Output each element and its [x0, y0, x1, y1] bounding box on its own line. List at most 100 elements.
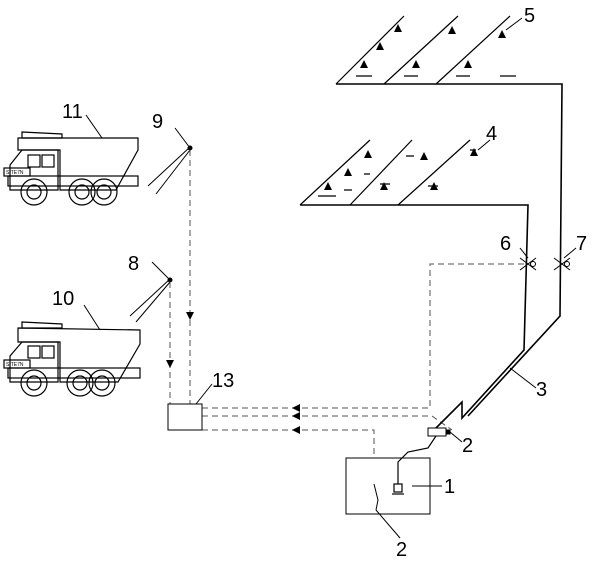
- valve-6-body: [519, 257, 537, 271]
- label-3: 3: [536, 379, 547, 401]
- truck-lower-canopy: [21, 321, 63, 329]
- pump-upper: [427, 427, 451, 437]
- sensor-lower-beam-2: [135, 281, 171, 323]
- leader-7: [563, 247, 577, 259]
- arrow-down-8: [166, 360, 174, 368]
- truck-upper-window-2: [41, 154, 55, 168]
- signal-13-to-lower-pump: [202, 429, 375, 484]
- truck-lower: [3, 321, 141, 397]
- nozzle-5-g: [498, 30, 506, 38]
- truck-lower-rear-wheel: [88, 369, 116, 397]
- truck-upper-front-wheel: [20, 178, 48, 206]
- nozzle-4-a: [324, 182, 332, 190]
- sensor-lower: [129, 261, 173, 323]
- truck-upper-window: [27, 154, 41, 168]
- leader-8: [151, 261, 171, 281]
- label-1: 1: [444, 476, 455, 498]
- signal-lines: [169, 150, 527, 484]
- arrow-left-2: [292, 412, 300, 420]
- truck-lower-mid-hub: [72, 375, 88, 391]
- nozzle-4-e: [420, 152, 428, 160]
- leader-2-upper: [449, 431, 463, 443]
- sensor-upper-beam-2: [155, 149, 191, 195]
- spray-group-lower-nozzles: [324, 148, 478, 190]
- valve-7: [553, 247, 577, 271]
- leader-9: [174, 127, 191, 149]
- truck-upper: [3, 131, 139, 206]
- arrow-down-9: [186, 312, 194, 320]
- truck-upper-rear-hub: [96, 184, 112, 200]
- truck-lower-rear-hub: [94, 375, 110, 391]
- label-8: 8: [128, 253, 139, 275]
- lower-pump-sensor: [373, 483, 379, 511]
- leader-3: [509, 367, 537, 389]
- signal-13-to-pump: [202, 415, 453, 431]
- pump-upper-motor: [445, 429, 451, 435]
- label-5: 5: [524, 5, 535, 27]
- label-11: 11: [62, 101, 83, 123]
- sensor-upper: [147, 127, 193, 195]
- main-pipe: [300, 83, 563, 429]
- leader-11: [85, 114, 103, 139]
- truck-lower-front-hub: [26, 375, 42, 391]
- leader-13: [195, 383, 213, 405]
- signal-13-to-valve-6: [202, 263, 527, 409]
- nozzle-5-a: [360, 60, 368, 68]
- truck-upper-plate: SITE7N: [6, 170, 24, 176]
- nozzle-5-d: [412, 60, 420, 68]
- truck-lower-window: [27, 345, 41, 359]
- nozzle-4-b: [344, 168, 352, 176]
- truck-upper-bed: [17, 137, 139, 191]
- sensor-upper-beam-1: [147, 146, 191, 187]
- leader-5: [505, 17, 523, 31]
- spray-group-lower-stubs: [318, 149, 476, 197]
- truck-lower-mid-wheel: [66, 369, 94, 397]
- truck-upper-canopy: [21, 131, 63, 139]
- spray-group-lower: [299, 139, 476, 206]
- label-9: 9: [152, 111, 163, 133]
- main-pipe-right: [336, 83, 563, 417]
- truck-upper-mid-wheel: [68, 178, 96, 206]
- nozzle-5-f: [464, 60, 472, 68]
- truck-upper-rear-wheel: [90, 178, 118, 206]
- truck-lower-chassis: [7, 367, 141, 379]
- nozzle-5-b: [376, 42, 384, 50]
- truck-lower-front-wheel: [20, 369, 48, 397]
- truck-upper-mid-hub: [74, 184, 90, 200]
- truck-lower-plate: SITE7N: [6, 362, 24, 368]
- label-2-upper: 2: [462, 435, 473, 457]
- arrow-left-1: [292, 404, 300, 412]
- valve-7-body: [553, 257, 571, 271]
- label-2-lower: 2: [396, 539, 407, 561]
- spray-group-lower-branches: [299, 139, 471, 206]
- pump-body: [393, 483, 403, 493]
- nozzle-4-d: [380, 182, 388, 190]
- arrow-left-3: [292, 426, 300, 434]
- nozzle-5-c: [394, 24, 402, 32]
- spray-group-upper: [335, 15, 516, 85]
- valve-6-actuator: [530, 261, 536, 267]
- truck-upper-chassis: [7, 175, 139, 187]
- label-4: 4: [486, 123, 497, 145]
- label-6: 6: [500, 233, 511, 255]
- controller-box: [167, 403, 203, 431]
- truck-lower-window-2: [41, 345, 55, 359]
- valve-7-actuator: [564, 261, 570, 267]
- spray-group-upper-branches: [335, 15, 511, 85]
- main-pipe-left: [300, 204, 529, 429]
- signal-arrows: [166, 312, 300, 434]
- leader-2-lower: [375, 509, 401, 539]
- nozzle-5-e: [448, 26, 456, 34]
- truck-lower-bed: [17, 327, 141, 383]
- valve-6: [519, 247, 537, 271]
- label-10: 10: [52, 288, 74, 310]
- spray-group-upper-nozzles: [360, 24, 506, 68]
- leader-6: [519, 247, 529, 259]
- truck-upper-front-hub: [26, 184, 42, 200]
- nozzle-4-f: [430, 182, 438, 190]
- leader-10: [83, 304, 101, 331]
- sensor-lower-beam-1: [129, 278, 171, 317]
- pump-riser-pipe: [397, 435, 437, 484]
